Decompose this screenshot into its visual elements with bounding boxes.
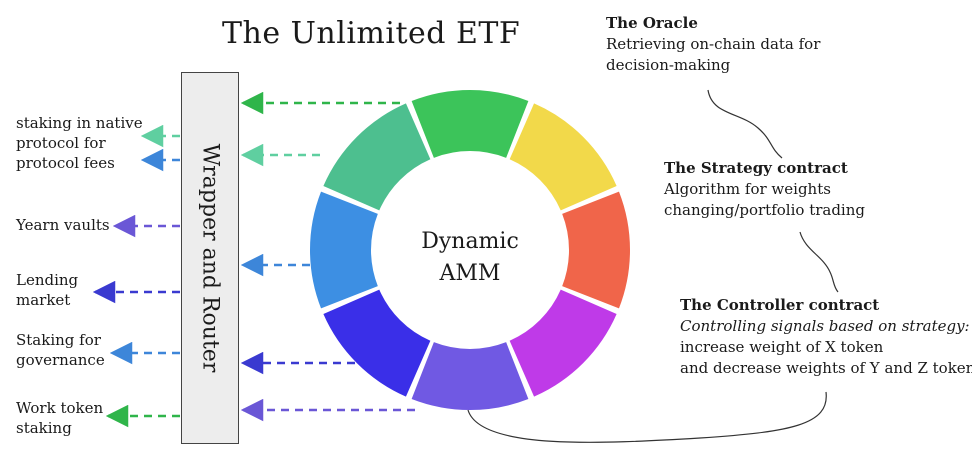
strategy-heading: The Strategy contract [664, 159, 848, 177]
amm-label-line2: AMM [439, 261, 501, 286]
label-staking-governance: Staking for governance [16, 330, 105, 370]
label-yearn-vaults: Yearn vaults [16, 215, 110, 235]
oracle-body-line: decision-making [606, 56, 731, 74]
curve-strategy-to-controller [799, 231, 839, 293]
amm-label: Dynamic AMM [400, 226, 540, 290]
ring-segment [509, 289, 617, 397]
label-line: market [16, 291, 71, 309]
ring-segment [323, 103, 431, 211]
amm-ring [310, 90, 630, 410]
label-line: staking in native [16, 114, 143, 132]
diagram-title: The Unlimited ETF [222, 16, 521, 51]
oracle-heading: The Oracle [606, 14, 698, 32]
label-line: Lending [16, 271, 79, 289]
controller-body-line: increase weight of X token [680, 338, 884, 356]
ring-segment [323, 289, 431, 397]
ring-segment [509, 103, 617, 211]
connector-curves [467, 89, 839, 443]
oracle-block: The Oracle Retrieving on-chain data for … [606, 13, 820, 76]
oracle-body-line: Retrieving on-chain data for [606, 35, 821, 53]
label-line: protocol fees [16, 154, 115, 172]
label-line: governance [16, 351, 105, 369]
ring-segment [411, 342, 529, 410]
wrapper-to-destination-arrows [92, 124, 180, 428]
controller-italic-line: Controlling signals based on strategy: [680, 317, 970, 335]
label-lending-market: Lending market [16, 270, 78, 310]
ring-segment [562, 191, 630, 309]
controller-heading: The Controller contract [680, 296, 880, 314]
label-work-token-staking: Work token staking [16, 398, 103, 438]
label-line: Yearn vaults [16, 216, 110, 234]
label-line: Work token [16, 399, 104, 417]
ring-to-wrapper-arrows [240, 91, 415, 422]
strategy-body-line: Algorithm for weights [664, 180, 831, 198]
curve-oracle-to-strategy [707, 89, 783, 159]
wrapper-router-box [181, 72, 239, 444]
label-line: protocol for [16, 134, 106, 152]
controller-body-line: and decrease weights of Y and Z tokens [680, 359, 972, 377]
strategy-block: The Strategy contract Algorithm for weig… [664, 158, 865, 221]
curve-controller-to-ring [467, 391, 827, 443]
label-line: Staking for [16, 331, 101, 349]
label-native-staking: staking in native protocol for protocol … [16, 113, 143, 173]
ring-segment [310, 191, 378, 309]
amm-label-line1: Dynamic [421, 229, 519, 254]
controller-block: The Controller contract Controlling sign… [680, 295, 972, 379]
ring-segment [411, 90, 529, 158]
label-line: staking [16, 419, 72, 437]
strategy-body-line: changing/portfolio trading [664, 201, 865, 219]
